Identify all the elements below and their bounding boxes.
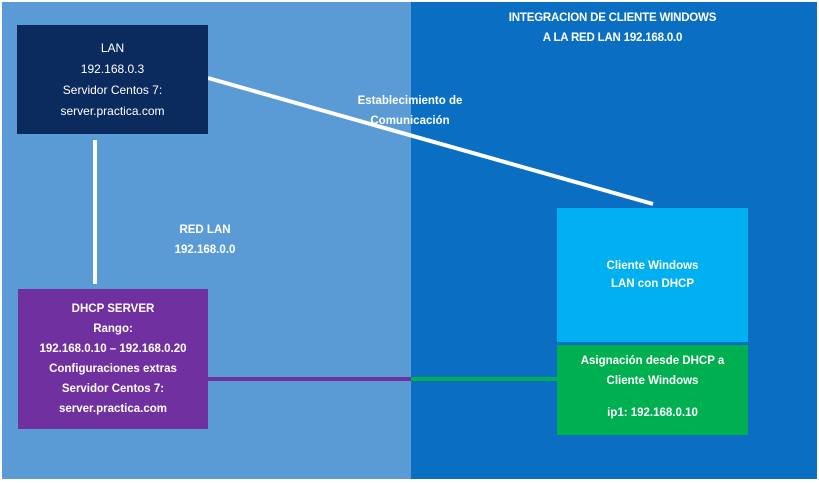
dhcp-server-hostname: server.practica.com bbox=[58, 403, 168, 415]
dhcp-range-value: 192.168.0.10 – 192.168.0.20 bbox=[39, 343, 187, 355]
dhcp-server-os: Servidor Centos 7: bbox=[61, 383, 165, 395]
dhcp-assignment-box: Asignación desde DHCP a Cliente Windows … bbox=[557, 345, 748, 435]
dhcp-assigned-ip: ip1: 192.168.0.10 bbox=[607, 407, 698, 419]
lan-server-ip: 192.168.0.3 bbox=[80, 61, 145, 76]
red-lan-label-line-1: RED LAN bbox=[179, 224, 231, 236]
dhcp-extra-config: Configuraciones extras bbox=[49, 363, 177, 375]
diagram-title: INTEGRACION DE CLIENTE WINDOWS A LA RED … bbox=[470, 8, 755, 48]
dhcp-assignment-line-2: Cliente Windows bbox=[606, 375, 699, 387]
windows-client-title: Cliente Windows bbox=[606, 260, 699, 272]
windows-client-mode: LAN con DHCP bbox=[610, 278, 695, 290]
dhcp-range-label: Rango: bbox=[93, 323, 133, 335]
dhcp-server-title: DHCP SERVER bbox=[71, 303, 155, 315]
communication-label: Establecimiento de Comunicación bbox=[335, 91, 485, 131]
communication-label-line-1: Establecimiento de bbox=[357, 95, 463, 107]
lan-server-os: Servidor Centos 7: bbox=[62, 82, 163, 97]
red-lan-label-line-2: 192.168.0.0 bbox=[174, 244, 236, 256]
title-line-2: A LA RED LAN 192.168.0.0 bbox=[542, 32, 683, 44]
lan-server-box: LAN 192.168.0.3 Servidor Centos 7: serve… bbox=[17, 25, 208, 134]
dhcp-assignment-line-1: Asignación desde DHCP a bbox=[580, 355, 725, 367]
lan-server-line-1: LAN bbox=[100, 40, 125, 55]
communication-label-line-2: Comunicación bbox=[370, 115, 450, 127]
title-line-1: INTEGRACION DE CLIENTE WINDOWS bbox=[508, 12, 717, 24]
dhcp-server-box: DHCP SERVER Rango: 192.168.0.10 – 192.16… bbox=[18, 289, 208, 429]
red-lan-label: RED LAN 192.168.0.0 bbox=[140, 220, 270, 260]
communication-link bbox=[207, 76, 654, 206]
windows-client-box: Cliente Windows LAN con DHCP bbox=[557, 208, 748, 342]
lan-server-hostname: server.practica.com bbox=[60, 103, 165, 118]
